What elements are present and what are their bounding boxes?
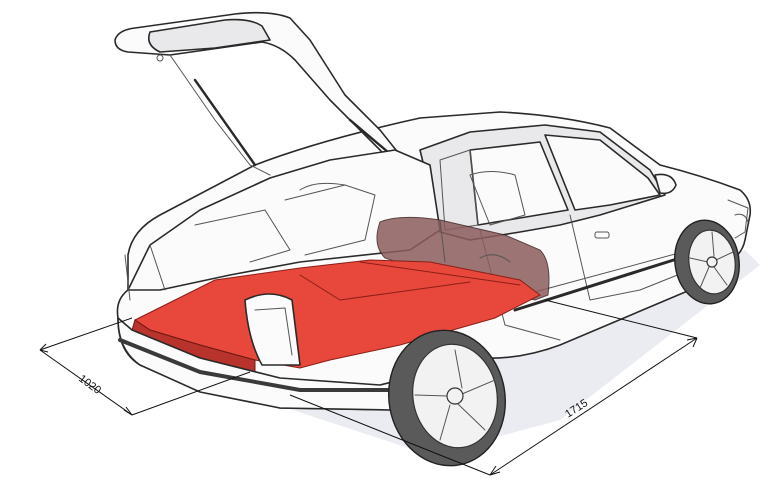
rear-wheel (387, 329, 507, 467)
rear-bumper (117, 254, 426, 411)
tailgate (114, 11, 409, 176)
width-dimension-label: 1020 (76, 373, 103, 397)
cargo-opening (127, 149, 526, 291)
front-wheel (674, 219, 740, 305)
cargo-floor (131, 259, 541, 373)
